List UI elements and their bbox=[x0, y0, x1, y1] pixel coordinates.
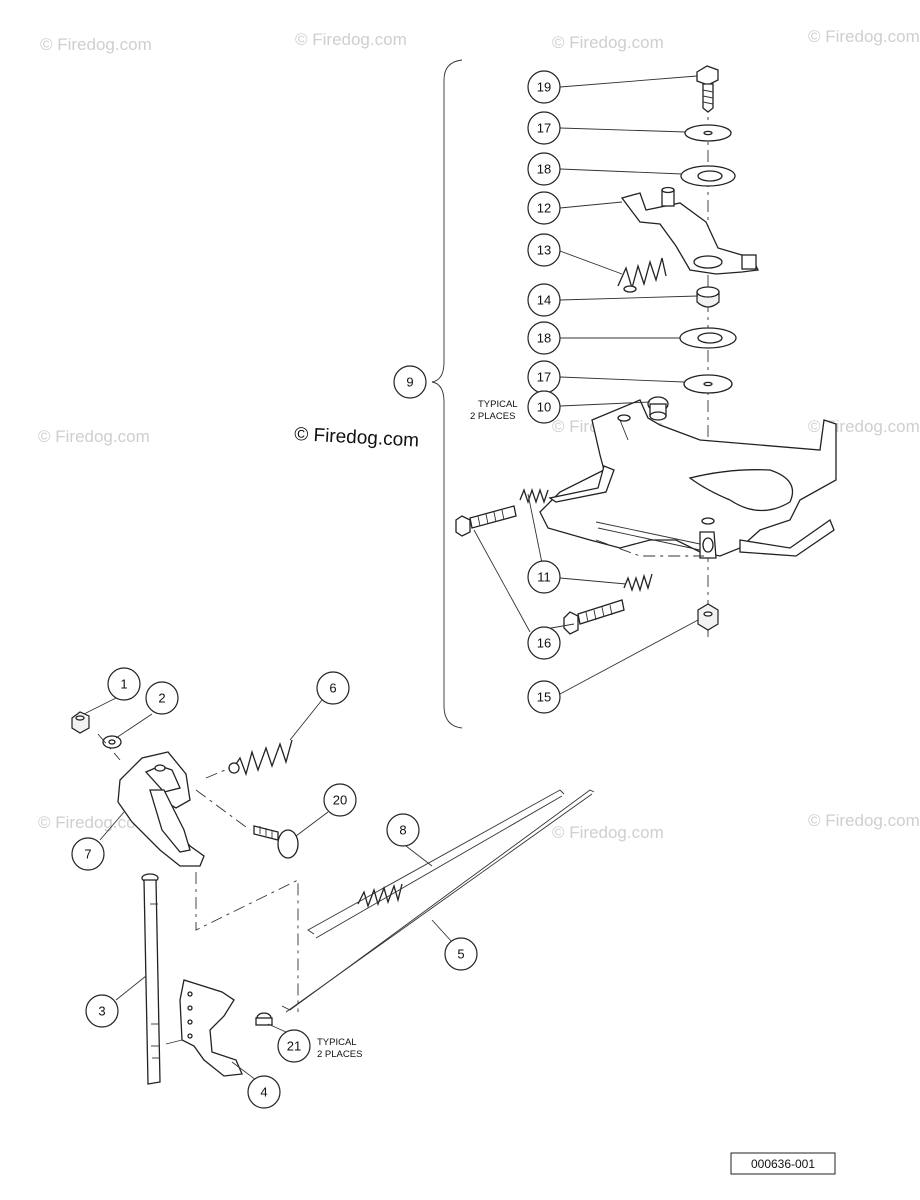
svg-text:17: 17 bbox=[537, 121, 551, 136]
svg-text:14: 14 bbox=[537, 293, 551, 308]
part-washer-18-bottom bbox=[679, 327, 737, 349]
svg-text:12: 12 bbox=[537, 201, 551, 216]
svg-text:2: 2 bbox=[158, 691, 165, 706]
part-bolt-16-bottom bbox=[563, 599, 625, 635]
leader-lines bbox=[83, 75, 699, 1081]
callout-8: 8 bbox=[386, 813, 420, 847]
callout-11: 11 bbox=[527, 560, 561, 594]
watermark-layer: © Firedog.com © Firedog.com © Firedog.co… bbox=[38, 27, 920, 842]
part-rod-5 bbox=[281, 789, 595, 1013]
svg-text:4: 4 bbox=[260, 1085, 267, 1100]
callout-3: 3 bbox=[85, 994, 119, 1028]
svg-text:8: 8 bbox=[399, 823, 406, 838]
part-lever-plate-12 bbox=[620, 186, 759, 275]
callout-4: 4 bbox=[247, 1075, 281, 1109]
watermark: © Firedog.com bbox=[38, 813, 150, 832]
svg-text:11: 11 bbox=[537, 570, 551, 585]
typical-note-10-line2: 2 PLACES bbox=[470, 411, 515, 422]
watermark: © Firedog.com bbox=[808, 27, 920, 46]
typical-note-10-line1: TYPICAL bbox=[478, 399, 518, 410]
callout-18: 18 bbox=[527, 152, 561, 186]
part-bolt-16-top bbox=[455, 505, 517, 537]
watermark: © Firedog.com bbox=[295, 30, 407, 49]
callout-2: 2 bbox=[145, 681, 179, 715]
part-bolt-10 bbox=[647, 396, 669, 421]
assembly-dash-line bbox=[195, 789, 251, 831]
svg-text:19: 19 bbox=[537, 80, 551, 95]
part-washer-2 bbox=[102, 735, 122, 749]
part-pin-20 bbox=[253, 825, 299, 859]
typical-note-21-line2: 2 PLACES bbox=[317, 1049, 362, 1060]
callout-21: 21 bbox=[277, 1029, 311, 1063]
callout-6: 6 bbox=[316, 671, 350, 705]
assembly-dash-line bbox=[205, 767, 231, 779]
svg-text:13: 13 bbox=[537, 243, 551, 258]
callout-19: 19 bbox=[527, 70, 561, 104]
svg-text:10: 10 bbox=[537, 400, 551, 415]
assembly-dash-line bbox=[97, 733, 121, 761]
callout-10: 10 bbox=[527, 390, 561, 424]
part-mounting-bracket bbox=[539, 399, 837, 559]
watermark: © Firedog.com bbox=[38, 427, 150, 446]
watermark: © Firedog.com bbox=[552, 823, 664, 842]
reference-number-box: 000636-001 bbox=[730, 1152, 836, 1175]
part-washer-17-top bbox=[684, 124, 732, 142]
callout-15: 15 bbox=[527, 680, 561, 714]
callout-16: 16 bbox=[527, 626, 561, 660]
svg-text:1: 1 bbox=[120, 677, 127, 692]
svg-text:20: 20 bbox=[333, 793, 347, 808]
callout-17: 17 bbox=[527, 360, 561, 394]
callout-5: 5 bbox=[444, 937, 478, 971]
part-rod-8 bbox=[307, 789, 565, 939]
part-bolt-19 bbox=[696, 65, 719, 113]
part-washer-17-bottom bbox=[683, 374, 733, 394]
assembly-bracket bbox=[431, 59, 463, 729]
callout-17: 17 bbox=[527, 111, 561, 145]
svg-text:18: 18 bbox=[537, 331, 551, 346]
part-spring-11-bottom bbox=[623, 573, 653, 593]
svg-text:18: 18 bbox=[537, 162, 551, 177]
svg-text:17: 17 bbox=[537, 370, 551, 385]
watermark: © Firedog.com bbox=[552, 33, 664, 52]
part-spring-13 bbox=[617, 257, 667, 293]
svg-text:15: 15 bbox=[537, 690, 551, 705]
reference-number: 000636-001 bbox=[751, 1157, 815, 1171]
part-nut-15 bbox=[697, 603, 719, 631]
part-spring-6 bbox=[228, 739, 293, 777]
typical-note-21-line1: TYPICAL bbox=[317, 1037, 357, 1048]
callout-7: 7 bbox=[71, 837, 105, 871]
svg-text:16: 16 bbox=[537, 636, 551, 651]
svg-text:5: 5 bbox=[457, 947, 464, 962]
callout-14: 14 bbox=[527, 283, 561, 317]
callout-18: 18 bbox=[527, 321, 561, 355]
callout-12: 12 bbox=[527, 191, 561, 225]
callout-20: 20 bbox=[323, 783, 357, 817]
part-lever-arm-7 bbox=[117, 751, 205, 883]
part-screw-21 bbox=[255, 1012, 273, 1026]
callout-13: 13 bbox=[527, 233, 561, 267]
watermark: © Firedog.com bbox=[808, 811, 920, 830]
part-spring-11-top bbox=[519, 487, 549, 505]
part-nut-1 bbox=[71, 711, 90, 734]
watermark: © Firedog.com bbox=[40, 35, 152, 54]
callout-9: 9 bbox=[393, 365, 427, 399]
callout-1: 1 bbox=[107, 667, 141, 701]
center-watermark: © Firedog.com bbox=[294, 424, 420, 452]
svg-text:21: 21 bbox=[287, 1039, 301, 1054]
assembly-dash-line bbox=[195, 872, 299, 1012]
svg-text:6: 6 bbox=[329, 681, 336, 696]
part-spring-8 bbox=[357, 883, 403, 909]
part-rod-3 bbox=[143, 879, 161, 1085]
svg-text:3: 3 bbox=[98, 1004, 105, 1019]
svg-text:7: 7 bbox=[84, 847, 91, 862]
part-bracket-4 bbox=[179, 979, 243, 1077]
part-washer-18-top bbox=[680, 165, 736, 187]
part-spacer-14 bbox=[696, 286, 720, 308]
svg-text:9: 9 bbox=[406, 375, 413, 390]
